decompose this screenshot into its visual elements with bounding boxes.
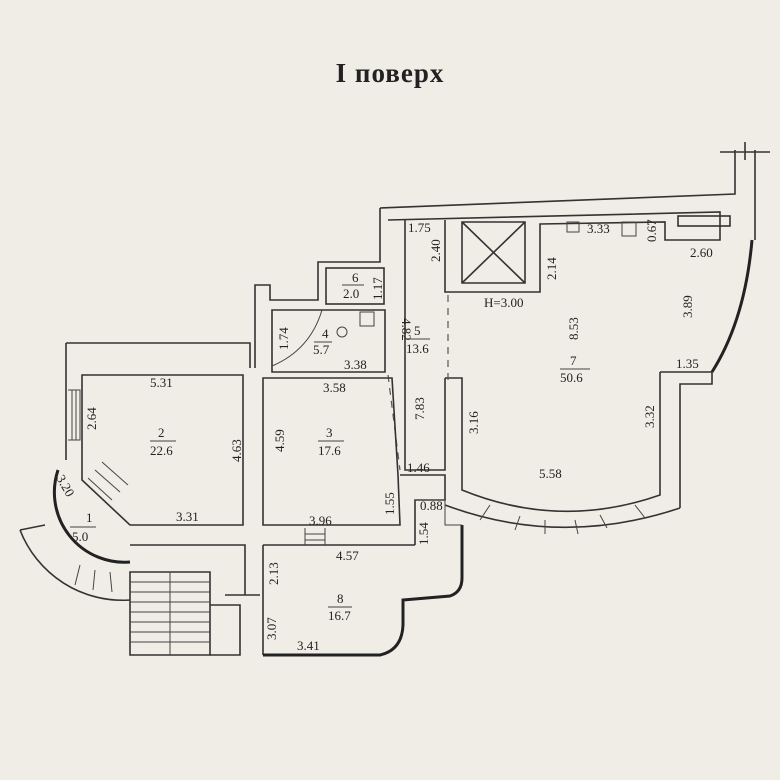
svg-text:4.57: 4.57: [336, 548, 359, 563]
svg-text:3.07: 3.07: [264, 617, 279, 640]
svg-text:0.67: 0.67: [644, 219, 659, 242]
walls: [19, 142, 770, 657]
svg-text:4.59: 4.59: [272, 429, 287, 452]
lift-shaft: [461, 221, 526, 284]
svg-text:1.35: 1.35: [676, 356, 699, 371]
floor-title: I поверх: [335, 58, 445, 88]
svg-text:3.38: 3.38: [344, 357, 367, 372]
svg-text:1.74: 1.74: [276, 327, 291, 350]
svg-text:17.6: 17.6: [318, 443, 341, 458]
svg-text:50.6: 50.6: [560, 370, 583, 385]
svg-text:1.55: 1.55: [382, 492, 397, 515]
svg-text:5.0: 5.0: [72, 529, 88, 544]
svg-text:3.33: 3.33: [587, 221, 610, 236]
ceiling-height: H=3.00: [484, 295, 523, 310]
svg-text:3.41: 3.41: [297, 638, 320, 653]
room-8-label: 816.7: [328, 591, 352, 623]
svg-text:8: 8: [337, 591, 344, 606]
svg-text:6: 6: [352, 270, 359, 285]
svg-text:1.46: 1.46: [407, 460, 430, 475]
svg-text:0.88: 0.88: [420, 498, 443, 513]
svg-text:1.75: 1.75: [408, 220, 431, 235]
svg-text:22.6: 22.6: [150, 443, 173, 458]
svg-text:1.54: 1.54: [416, 522, 431, 545]
svg-text:2.40: 2.40: [428, 239, 443, 262]
svg-text:4.82: 4.82: [399, 318, 414, 341]
svg-text:3.89: 3.89: [680, 295, 695, 318]
svg-text:2.13: 2.13: [266, 562, 281, 585]
svg-text:5.31: 5.31: [150, 375, 173, 390]
svg-text:2.64: 2.64: [84, 407, 99, 430]
svg-text:4.63: 4.63: [229, 439, 244, 462]
room-1-label: 15.0: [70, 510, 96, 544]
svg-text:5.58: 5.58: [539, 466, 562, 481]
room-7-label: 750.6: [560, 353, 590, 385]
svg-text:3.96: 3.96: [309, 513, 332, 528]
room-3-label: 317.6: [318, 425, 344, 458]
svg-text:8.53: 8.53: [566, 317, 581, 340]
svg-text:1: 1: [86, 510, 93, 525]
dimension-labels: 1.75 2.40 1.17 4.82 1.74 3.38 3.58 5.31 …: [53, 219, 712, 653]
svg-text:2: 2: [158, 425, 165, 440]
room-4-label: 45.7: [313, 326, 332, 357]
svg-text:3.31: 3.31: [176, 509, 199, 524]
svg-text:13.6: 13.6: [406, 341, 429, 356]
svg-text:5.7: 5.7: [313, 342, 330, 357]
svg-text:3.32: 3.32: [642, 405, 657, 428]
svg-text:7.83: 7.83: [412, 397, 427, 420]
room-6-label: 62.0: [342, 270, 364, 301]
svg-text:1.17: 1.17: [370, 277, 385, 300]
svg-text:3.16: 3.16: [466, 411, 481, 434]
svg-text:2.0: 2.0: [343, 286, 359, 301]
svg-text:7: 7: [570, 353, 577, 368]
svg-text:16.7: 16.7: [328, 608, 351, 623]
svg-text:2.60: 2.60: [690, 245, 713, 260]
svg-text:3: 3: [326, 425, 333, 440]
room-labels: 15.0 222.6 317.6 45.7 513.6 62.0 750.6 8…: [70, 270, 590, 623]
vent: [677, 215, 731, 227]
svg-text:4: 4: [322, 326, 329, 341]
room-2-label: 222.6: [150, 425, 176, 458]
room-5-label: 513.6: [406, 323, 430, 356]
svg-text:2.14: 2.14: [544, 257, 559, 280]
svg-text:5: 5: [414, 323, 421, 338]
svg-text:3.58: 3.58: [323, 380, 346, 395]
